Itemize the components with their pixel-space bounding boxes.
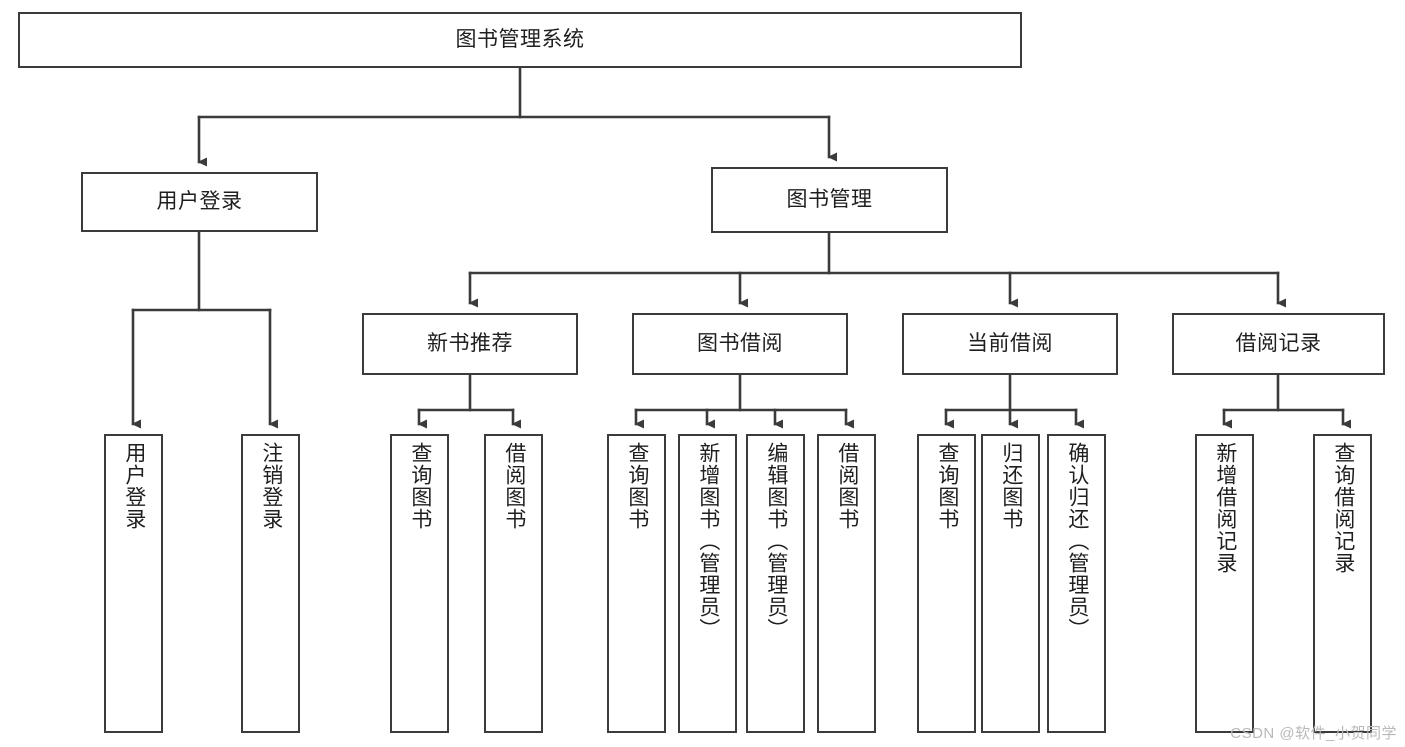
node-leaf-borrow-book-1[interactable]: 借阅图书 <box>484 434 543 733</box>
node-leaf-confirm-return[interactable]: 确认归还（管理员） <box>1047 434 1106 733</box>
node-book-manage[interactable]: 图书管理 <box>711 167 948 233</box>
watermark-text: CSDN @软件_小贺同学 <box>1230 725 1397 742</box>
node-current-borrow-label: 当前借阅 <box>967 331 1053 355</box>
node-leaf-borrow-book-2[interactable]: 借阅图书 <box>817 434 876 733</box>
node-leaf-borrow-book-1-label: 借阅图书 <box>502 442 526 530</box>
node-leaf-user-login[interactable]: 用户登录 <box>104 434 163 733</box>
node-current-borrow[interactable]: 当前借阅 <box>902 313 1118 375</box>
node-leaf-query-book-2-label: 查询图书 <box>625 442 649 530</box>
node-borrow-record-label: 借阅记录 <box>1235 331 1322 355</box>
node-leaf-edit-book-label: 编辑图书（管理员） <box>764 442 788 640</box>
node-leaf-logout-label: 注销登录 <box>259 442 283 530</box>
node-user-login-label: 用户登录 <box>156 189 243 213</box>
node-leaf-add-record-label: 新增借阅记录 <box>1213 442 1237 574</box>
node-leaf-query-book-1-label: 查询图书 <box>408 442 432 530</box>
node-leaf-add-book-label: 新增图书（管理员） <box>696 442 720 640</box>
node-root-label: 图书管理系统 <box>455 27 585 51</box>
node-leaf-return-book-label: 归还图书 <box>999 442 1023 530</box>
node-leaf-query-book-2[interactable]: 查询图书 <box>607 434 666 733</box>
node-leaf-query-book-1[interactable]: 查询图书 <box>390 434 449 733</box>
node-leaf-logout[interactable]: 注销登录 <box>241 434 300 733</box>
node-leaf-query-book-3[interactable]: 查询图书 <box>917 434 976 733</box>
node-leaf-query-record[interactable]: 查询借阅记录 <box>1313 434 1372 733</box>
node-book-borrow-label: 图书借阅 <box>697 331 783 355</box>
node-leaf-add-record[interactable]: 新增借阅记录 <box>1195 434 1254 733</box>
node-leaf-add-book[interactable]: 新增图书（管理员） <box>678 434 737 733</box>
node-user-login[interactable]: 用户登录 <box>81 172 318 232</box>
node-new-book-recommend[interactable]: 新书推荐 <box>362 313 578 375</box>
node-book-borrow[interactable]: 图书借阅 <box>632 313 848 375</box>
node-borrow-record[interactable]: 借阅记录 <box>1172 313 1385 375</box>
node-leaf-borrow-book-2-label: 借阅图书 <box>835 442 859 530</box>
node-leaf-query-book-3-label: 查询图书 <box>935 442 959 530</box>
node-leaf-return-book[interactable]: 归还图书 <box>981 434 1040 733</box>
node-leaf-edit-book[interactable]: 编辑图书（管理员） <box>746 434 805 733</box>
node-leaf-user-login-label: 用户登录 <box>122 442 146 530</box>
node-root[interactable]: 图书管理系统 <box>18 12 1022 68</box>
node-leaf-confirm-return-label: 确认归还（管理员） <box>1065 442 1089 640</box>
node-leaf-query-record-label: 查询借阅记录 <box>1331 442 1355 574</box>
node-book-manage-label: 图书管理 <box>786 187 873 211</box>
node-new-book-recommend-label: 新书推荐 <box>427 331 513 355</box>
